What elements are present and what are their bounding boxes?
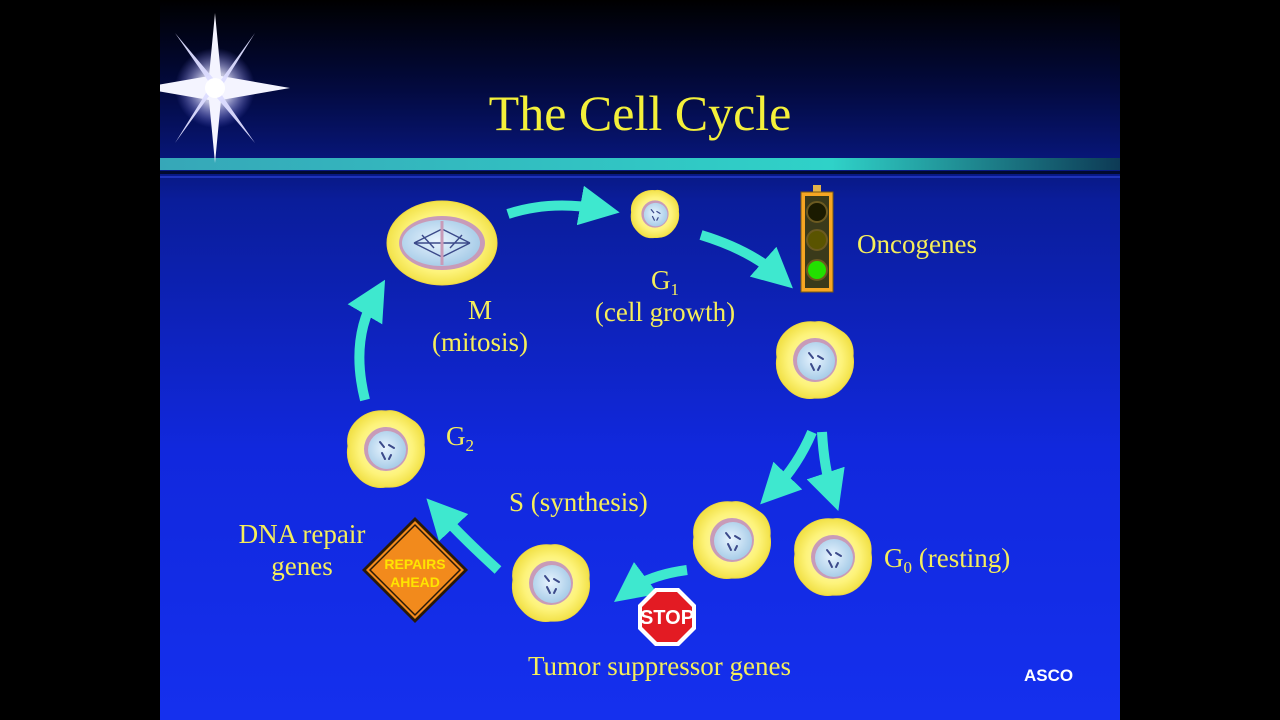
repairs-ahead-sign-icon: REPAIRS AHEAD <box>362 517 468 623</box>
repairs-sign-line2: AHEAD <box>390 574 440 590</box>
label-s-synthesis: S (synthesis) <box>509 487 648 517</box>
arrow-s-to-early <box>613 562 688 602</box>
label-g2: G2 <box>446 421 474 455</box>
header-band <box>160 158 1120 170</box>
label-g0: G0 (resting) <box>884 543 1011 577</box>
cell-s-early <box>692 501 772 579</box>
slide-title: The Cell Cycle <box>488 85 792 141</box>
label-g1: G1 (cell growth) <box>580 264 750 328</box>
slide: STOP REPAIRS AHEAD The Cell Cycle M (mit… <box>160 0 1120 720</box>
arrow-s-to-g2 <box>426 498 502 574</box>
cell-s-synthesis <box>511 544 591 622</box>
cell-g0 <box>793 518 873 596</box>
header-band-shadow <box>160 171 1120 174</box>
cell-g2 <box>346 410 426 488</box>
repairs-sign-line1: REPAIRS <box>384 556 445 572</box>
label-tumor-suppressor: Tumor suppressor genes <box>528 651 791 681</box>
label-m-letter: M <box>467 295 492 325</box>
label-g1-name: G1 <box>651 265 679 299</box>
stop-sign-text: STOP <box>640 607 694 629</box>
arrow-to-s <box>760 430 817 505</box>
arrow-to-g0 <box>806 431 845 511</box>
label-g1-desc: (cell growth) <box>594 297 736 327</box>
label-oncogenes: Oncogenes <box>857 229 977 259</box>
cell-cycle-diagram: STOP REPAIRS AHEAD <box>160 13 1120 646</box>
arrow-m-to-g1 <box>506 185 620 226</box>
traffic-light-icon <box>800 185 834 293</box>
cell-g1 <box>630 189 680 239</box>
label-m-desc: (mitosis) <box>431 327 528 357</box>
arrow-g1-to-checkpoint <box>699 230 793 289</box>
label-dna-repair: DNA repair genes <box>238 519 366 581</box>
cell-m-mitosis <box>386 200 498 286</box>
arrow-g2-to-m <box>347 279 386 402</box>
cell-checkpoint <box>775 321 855 399</box>
label-m: M (mitosis) <box>418 294 542 358</box>
sparkle-icon <box>160 13 290 163</box>
stop-sign-icon: STOP <box>638 588 696 646</box>
cycle-arrows <box>347 185 845 602</box>
asco-logo: ASCO <box>1024 666 1074 685</box>
